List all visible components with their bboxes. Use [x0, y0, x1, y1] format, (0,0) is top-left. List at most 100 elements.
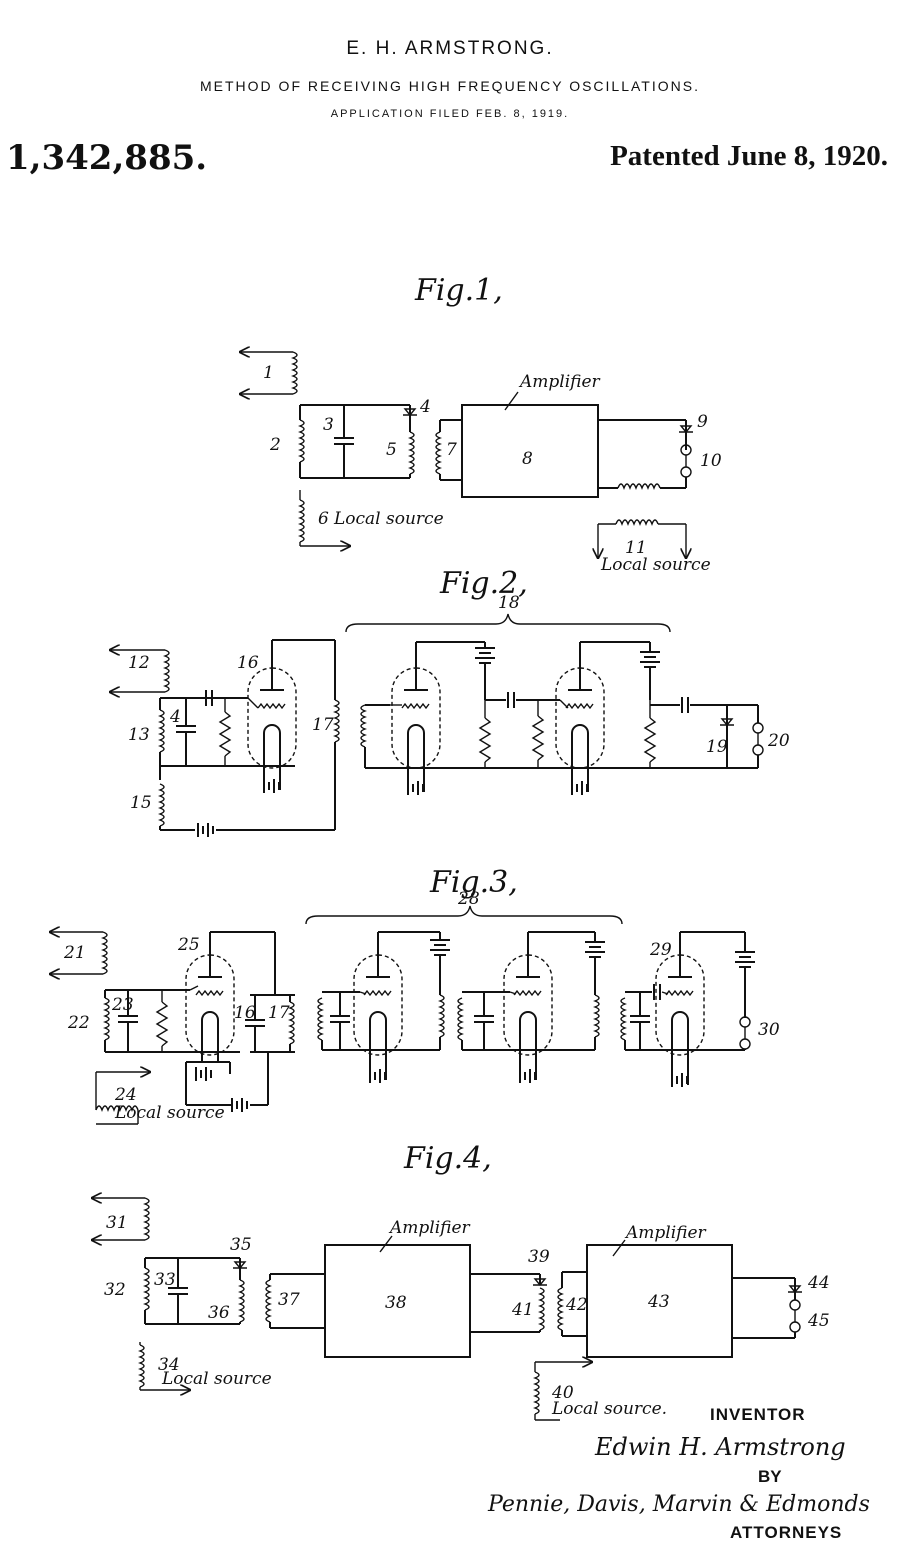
figure-3: Fig.3, 28 21 22 23 — [50, 865, 780, 1125]
ref-30: 30 — [758, 1020, 780, 1040]
detector-coil-icon — [620, 997, 626, 1041]
ref-4: 4 — [419, 397, 431, 417]
amplifier-box — [586, 1244, 733, 1358]
local-source-coil-icon — [615, 519, 659, 525]
figure-1: Fig.1, 1 2 3 4 5 7 6 Lo — [240, 273, 722, 575]
filing-date: APPLICATION FILED FEB. 8, 1919. — [330, 108, 570, 120]
vacuum-tube-icon — [503, 944, 553, 1056]
ref-45: 45 — [807, 1311, 830, 1331]
amplifier-brace — [305, 905, 623, 925]
fig4-title: Fig.4, — [403, 1141, 492, 1176]
vacuum-tube-icon — [391, 657, 441, 769]
fig4-local-source-b: Local source. — [551, 1399, 667, 1419]
attorneys-label: ATTORNEYS — [730, 1523, 843, 1542]
ref-22: 22 — [67, 1013, 90, 1033]
antenna-coil-icon — [164, 649, 170, 693]
local-source-coil-icon — [159, 783, 165, 827]
stage-coil-icon — [360, 704, 366, 748]
stage-coil-icon — [317, 997, 323, 1041]
ref-42: 42 — [565, 1295, 588, 1315]
vacuum-tube-icon — [247, 657, 297, 769]
coupling-coil-icon — [239, 1279, 245, 1323]
ref-5: 5 — [386, 440, 397, 460]
vacuum-tube-icon — [353, 944, 403, 1056]
ref-15: 15 — [130, 793, 152, 813]
tank-coil-icon — [289, 1001, 295, 1045]
ref-20: 20 — [767, 731, 790, 751]
patent-number: 1,342,885. — [6, 138, 208, 178]
fig1-local-source-a: Local source — [333, 509, 444, 529]
ref-4-fig2: 4 — [169, 707, 181, 727]
stage-coil-icon — [439, 994, 445, 1038]
ref-3: 3 — [323, 415, 334, 435]
ref-25: 25 — [177, 935, 200, 955]
ref-19: 19 — [706, 737, 728, 757]
ref-44: 44 — [807, 1273, 830, 1293]
ref-28: 28 — [457, 889, 480, 909]
ref-34: 34 — [158, 1355, 180, 1375]
ref-1: 1 — [263, 363, 274, 383]
amplifier-brace — [345, 613, 671, 633]
input-coil-icon — [557, 1287, 563, 1331]
amplifier-box — [461, 404, 599, 498]
ref-31: 31 — [106, 1213, 128, 1233]
ref-36: 36 — [208, 1303, 230, 1323]
attorneys-signature: Pennie, Davis, Marvin & Edmonds — [488, 1492, 870, 1517]
by-label: BY — [758, 1467, 782, 1486]
stage-coil-icon — [594, 994, 600, 1038]
ref-40: 40 — [551, 1383, 574, 1403]
coupling-coil-icon — [539, 1287, 545, 1331]
ref-37: 37 — [278, 1290, 300, 1310]
ref-2: 2 — [269, 435, 281, 455]
ref-32: 32 — [104, 1280, 126, 1300]
ref-7: 7 — [446, 440, 457, 460]
vacuum-tube-icon — [555, 657, 605, 769]
ref-24: 24 — [114, 1085, 137, 1105]
inventor-name: E. H. ARMSTRONG. — [346, 38, 554, 59]
input-coil-icon — [265, 1279, 271, 1323]
fig3-title: Fig.3, — [429, 865, 518, 900]
patent-title: METHOD OF RECEIVING HIGH FREQUENCY OSCIL… — [200, 78, 700, 94]
plate-coil-icon — [334, 699, 340, 743]
ref-33: 33 — [154, 1270, 176, 1290]
vacuum-tube-icon — [185, 944, 235, 1056]
fig1-amplifier-label: Amplifier — [518, 372, 601, 392]
ref-9: 9 — [697, 412, 708, 432]
figure-4: Fig.4, 31 32 33 35 36 37 34 Local — [92, 1141, 830, 1421]
ref-17-fig3: 17 — [268, 1003, 290, 1023]
patented-date: Patented June 8, 1920. — [610, 140, 888, 172]
tuning-coil-icon — [144, 1267, 150, 1311]
ref-11: 11 — [625, 538, 647, 558]
tuning-coil-icon — [104, 997, 110, 1041]
ref-10: 10 — [700, 451, 722, 471]
output-coil-icon — [617, 483, 661, 489]
vacuum-tube-icon — [655, 944, 705, 1056]
tuning-coil-icon — [159, 709, 165, 753]
ref-16-fig3: 16 — [234, 1003, 256, 1023]
input-coil-icon — [435, 431, 441, 475]
antenna-coil-icon — [144, 1197, 150, 1241]
ref-35: 35 — [230, 1235, 252, 1255]
fig4-amplifier-label-a: Amplifier — [388, 1218, 471, 1238]
ref-16: 16 — [237, 653, 259, 673]
local-source-coil-icon — [299, 499, 305, 543]
ref-8: 8 — [522, 449, 533, 469]
ref-39: 39 — [528, 1247, 550, 1267]
stage-coil-icon — [457, 997, 463, 1041]
inventor-signature: Edwin H. Armstrong — [595, 1433, 846, 1461]
inventor-label: INVENTOR — [710, 1405, 806, 1424]
tuning-coil-icon — [299, 419, 305, 463]
ref-18: 18 — [498, 593, 520, 613]
local-source-coil-icon — [534, 1371, 540, 1415]
ref-43: 43 — [647, 1292, 670, 1312]
ref-21: 21 — [63, 943, 86, 963]
ref-41: 41 — [511, 1300, 534, 1320]
fig2-title: Fig.2, — [439, 566, 528, 601]
ref-23: 23 — [111, 995, 134, 1015]
local-source-coil-icon — [139, 1344, 145, 1388]
fig1-title: Fig.1, — [414, 273, 503, 308]
ref-38: 38 — [385, 1293, 407, 1313]
amplifier-box — [324, 1244, 471, 1358]
ref-6: 6 — [318, 509, 329, 529]
